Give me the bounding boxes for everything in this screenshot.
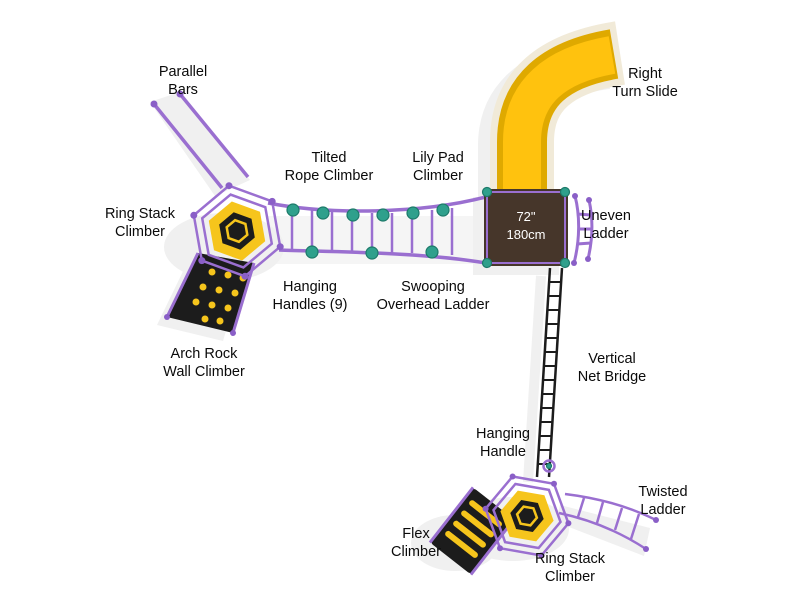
hex-center-panel: [219, 212, 255, 250]
deck-height-cm: 180cm: [506, 227, 545, 242]
flex-climber-steps: [445, 500, 502, 558]
deck-platform: 72" 180cm: [481, 186, 571, 269]
label-hanging-handle-2: Handle: [480, 444, 526, 460]
label-vertical-net-bridge-1: Vertical: [588, 351, 636, 367]
label-right-turn-slide-2: Turn Slide: [612, 84, 678, 100]
parallel-bars: [150, 90, 250, 190]
label-tilted-rope-climber-2: Rope Climber: [285, 168, 374, 184]
label-parallel-bars-2: Bars: [168, 82, 198, 98]
net-bridge-rails: [535, 267, 564, 478]
deck-railing: [486, 191, 566, 264]
vertical-net-bridge: [535, 267, 564, 478]
label-ring-stack-climber-bottom-1: Ring Stack: [535, 551, 606, 567]
label-swooping-overhead-ladder-1: Swooping: [401, 279, 465, 295]
label-flex-climber-1: Flex: [402, 526, 430, 542]
hex2-vertex-posts: [482, 473, 572, 559]
label-flex-climber-2: Climber: [391, 544, 441, 560]
arch-rock-wall-climber: [164, 252, 256, 336]
label-lily-pad-climber-1: Lily Pad: [412, 150, 464, 166]
slide-surface: [503, 36, 616, 200]
label-vertical-net-bridge-2: Net Bridge: [578, 369, 647, 385]
deck-height-inches: 72": [516, 209, 535, 224]
ring-stack-climber-top: [190, 182, 284, 280]
hex-inner-ring: [225, 218, 249, 244]
labels: Parallel Bars Right Turn Slide Tilted Ro…: [105, 64, 688, 585]
hex2-mid-ring: [492, 482, 562, 550]
label-swooping-overhead-ladder-2: Overhead Ladder: [377, 297, 490, 313]
deck-surface: [484, 189, 568, 266]
label-twisted-ladder-2: Ladder: [640, 502, 685, 518]
deck-corner-posts: [481, 186, 571, 269]
twisted-ladder: [558, 492, 659, 552]
hanging-handle-single: [542, 459, 556, 473]
arch-wall-rails: [164, 252, 256, 336]
label-arch-rock-wall-climber-2: Wall Climber: [163, 364, 245, 380]
swooping-overhead-ladder: [267, 195, 487, 265]
label-hanging-handle-1: Hanging: [476, 426, 530, 442]
label-uneven-ladder-2: Ladder: [583, 226, 628, 242]
label-ring-stack-climber-top-2: Climber: [115, 224, 165, 240]
label-ring-stack-climber-bottom-2: Climber: [545, 569, 595, 585]
label-hanging-handles-1: Hanging: [283, 279, 337, 295]
ring-stack-climber-bottom: [482, 473, 572, 559]
label-parallel-bars-1: Parallel: [159, 64, 207, 80]
label-ring-stack-climber-top-1: Ring Stack: [105, 206, 176, 222]
hex2-center-panel: [510, 500, 544, 532]
label-hanging-handles-2: Handles (9): [273, 297, 348, 313]
right-turn-slide: [490, 21, 626, 200]
hex2-inner-ring: [515, 505, 539, 527]
hex-vertex-posts: [190, 182, 284, 280]
label-arch-rock-wall-climber-1: Arch Rock: [171, 346, 239, 362]
label-tilted-rope-climber-1: Tilted: [312, 150, 347, 166]
label-right-turn-slide-1: Right: [628, 66, 662, 82]
label-twisted-ladder-1: Twisted: [638, 484, 687, 500]
hex-mid-ring: [200, 193, 274, 269]
uneven-ladder: [571, 193, 594, 266]
lily-pads: [286, 203, 450, 260]
label-lily-pad-climber-2: Climber: [413, 168, 463, 184]
label-uneven-ladder-1: Uneven: [581, 208, 631, 224]
